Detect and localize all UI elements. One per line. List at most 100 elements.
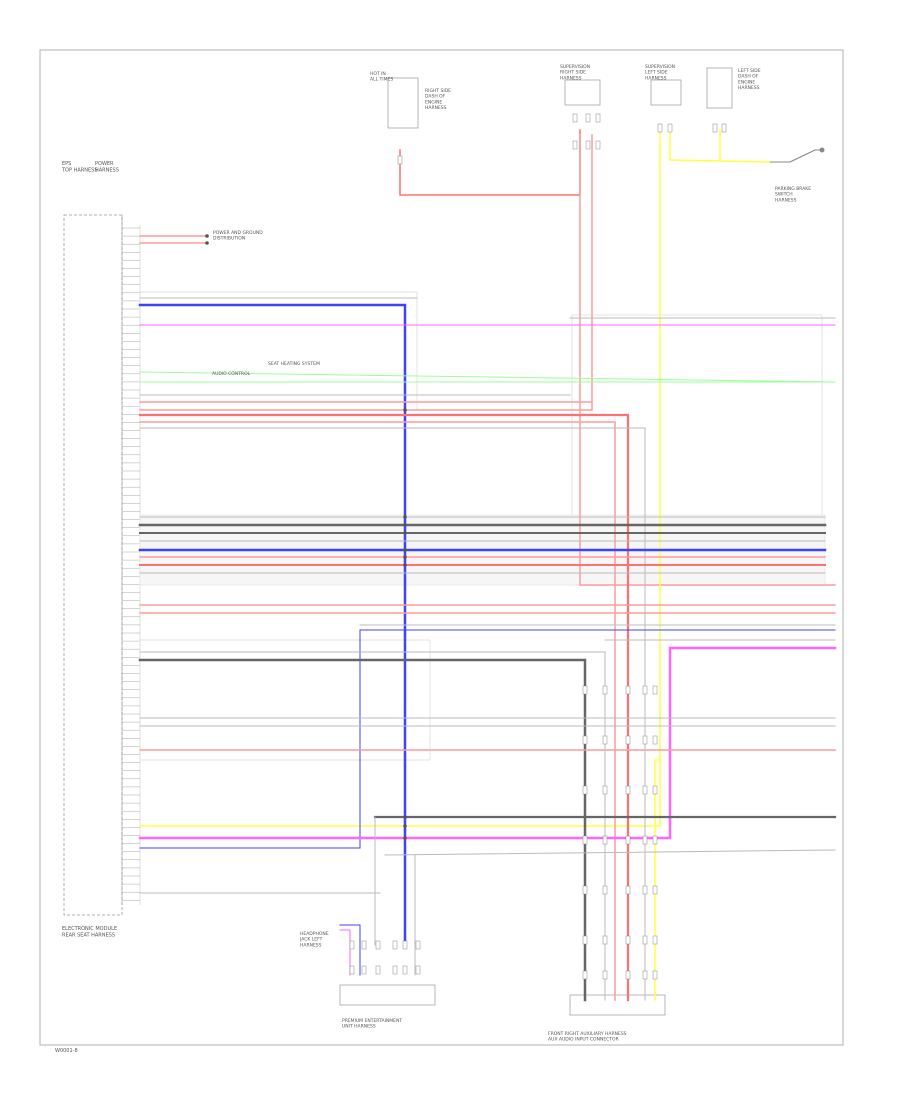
hot-in-pin [397, 155, 403, 165]
junction-dot-9 [403, 836, 407, 840]
top-mid-pin-1 [667, 123, 673, 133]
junction-dot-4 [403, 555, 407, 559]
callout-label-c: AUDIO CONTROL [212, 371, 251, 377]
bottom-right-pin-1-6 [602, 970, 608, 980]
left-connector-pins [122, 227, 140, 901]
top-right-pin-1-b [585, 140, 591, 150]
grey-wire-bottom-right [384, 849, 836, 856]
bottom-right-pin-1-5 [602, 935, 608, 945]
top-right-pin-2-a [595, 113, 601, 123]
callout-dot-1 [205, 234, 209, 238]
blue-wire-headphone [339, 924, 361, 976]
callout-dot-2 [205, 241, 209, 245]
bottom-right-pin-0-5 [582, 935, 588, 945]
bottom-mid-pin-2-a [375, 940, 381, 950]
wire-group [138, 129, 837, 1002]
bottom-right-pin-3-2 [642, 785, 648, 795]
harness-enclosure-lower [139, 639, 431, 761]
red-wire-right-1 [579, 134, 836, 586]
bottom-mid-pin-5-b [415, 965, 421, 975]
junction-dot-2 [403, 531, 407, 535]
red-wire-upper-3 [139, 421, 616, 1001]
yellow-wire-switch [669, 129, 771, 163]
bottom-right-pin-4-4 [652, 885, 658, 895]
top-connector-4 [706, 67, 733, 109]
footer-code: W0001-8 [55, 1048, 78, 1054]
bottom-right-pin-2-0 [625, 685, 631, 695]
parking-brake-switch-icon [770, 147, 825, 163]
blue-thin-wire [139, 629, 836, 849]
bottom-mid-pin-4-b [402, 965, 408, 975]
bottom-right-pin-3-5 [642, 935, 648, 945]
bottom-right-pin-0-2 [582, 785, 588, 795]
diagram-frame [39, 49, 844, 1046]
bottom-right-pin-2-1 [625, 735, 631, 745]
bottom-mid-pin-1-b [361, 965, 367, 975]
bottom-right-pin-4-6 [652, 970, 658, 980]
junction-dot-8 [403, 824, 407, 828]
top-right-pin-0-b [572, 140, 578, 150]
junction-dot-0 [403, 515, 407, 519]
top-right-pin-0-a [572, 113, 578, 123]
bottom-right-pin-3-6 [642, 970, 648, 980]
top-connector-1 [387, 77, 419, 129]
top-connector-3 [650, 79, 682, 106]
bottom-mid-pin-3-a [392, 940, 398, 950]
top-far-pin-1 [721, 123, 727, 133]
left-module-box [63, 214, 123, 916]
blue-wire-main [138, 303, 407, 947]
bottom-mid-pin-2-b [375, 965, 381, 975]
bottom-mid-pin-3-b [392, 965, 398, 975]
green-wire-1 [139, 371, 836, 383]
bottom-right-pin-3-0 [642, 685, 648, 695]
bottom-right-pin-1-2 [602, 785, 608, 795]
bottom-right-pin-1-4 [602, 885, 608, 895]
bottom-right-pin-0-4 [582, 885, 588, 895]
red-wire-upper-2 [138, 413, 630, 1002]
bottom-right-pin-4-3 [652, 835, 658, 845]
bottom-right-pin-2-5 [625, 935, 631, 945]
grey-wire-lower-1 [139, 651, 606, 1001]
top-mid-pin-0 [657, 123, 663, 133]
bottom-right-pin-0-3 [582, 835, 588, 845]
top-right-pin-1-a [585, 113, 591, 123]
bottom-right-pin-0-0 [582, 685, 588, 695]
bottom-right-pin-0-1 [582, 735, 588, 745]
yellow-wire-lower [139, 759, 661, 827]
bottom-right-pin-1-0 [602, 685, 608, 695]
top-far-pin-0 [712, 123, 718, 133]
magenta-wire-lower [138, 646, 837, 840]
bottom-right-pin-2-4 [625, 885, 631, 895]
bottom-right-pin-4-2 [652, 785, 658, 795]
bottom-right-pin-2-6 [625, 970, 631, 980]
red-wire-right-2 [139, 134, 593, 411]
junction-dot-7 [403, 815, 407, 819]
bottom-right-pin-1-3 [602, 835, 608, 845]
pin-marker-group [205, 113, 727, 980]
bottom-connector-1 [339, 984, 436, 1006]
bottom-right-pin-1-1 [602, 735, 608, 745]
bottom-right-pin-2-3 [625, 835, 631, 845]
bottom-right-pin-3-1 [642, 735, 648, 745]
bottom-mid-pin-0-a [349, 940, 355, 950]
bottom-mid-pin-5-a [415, 940, 421, 950]
bottom-right-pin-2-2 [625, 785, 631, 795]
junction-dot-5 [403, 563, 407, 567]
red-wire-hot-in [399, 129, 581, 196]
junction-dot-6 [403, 408, 407, 412]
bottom-right-pin-0-6 [582, 970, 588, 980]
top-right-pin-2-b [595, 140, 601, 150]
bottom-connector-2 [569, 994, 666, 1016]
callout-label-b: SEAT HEATING SYSTEM [268, 361, 320, 367]
